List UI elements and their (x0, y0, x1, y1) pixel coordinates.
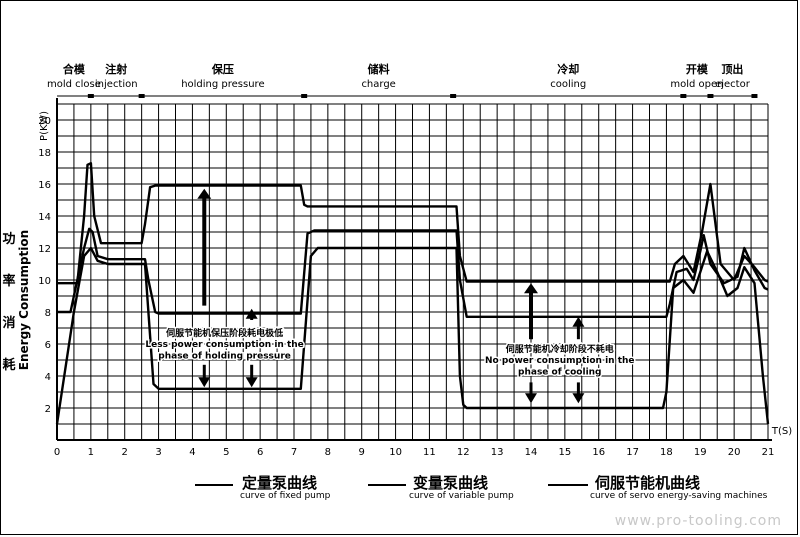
phase-label-en: ejector (715, 79, 751, 90)
side-label-cn-char: 耗 (2, 357, 15, 373)
phase-boundary-marker (87, 94, 94, 98)
phase-label-en: cooling (550, 79, 586, 90)
legend: 定量泵曲线 curve of fixed pump 变量泵曲线 curve of… (0, 472, 800, 522)
x-tick-label: 13 (491, 447, 504, 458)
phase-boundary-marker (707, 94, 714, 98)
legend-line-servo-machine (548, 484, 588, 486)
x-tick-label: 15 (558, 447, 571, 458)
annotation-text: 伺服节能机冷却阶段不耗电 (505, 343, 614, 355)
x-tick-label: 19 (694, 447, 707, 458)
legend-line-fixed-pump (195, 484, 233, 486)
y-axis-label: P(KW) (39, 111, 50, 141)
annotation-text: phase of holding pressure (158, 351, 291, 361)
y-tick-label: 8 (45, 308, 51, 319)
x-tick-label: 14 (525, 447, 538, 458)
y-tick-label: 18 (38, 148, 51, 159)
side-label-cn-char: 功 (2, 232, 15, 247)
phase-boundary-marker (138, 94, 145, 98)
x-tick-label: 11 (423, 447, 436, 458)
y-tick-label: 16 (38, 180, 51, 191)
legend-label-cn: 变量泵曲线 (413, 474, 489, 492)
x-tick-label: 9 (359, 447, 365, 458)
phase-label-cn: 注射 (105, 62, 127, 76)
arrow-head-down (198, 377, 211, 388)
x-tick-label: 2 (122, 447, 128, 458)
arrow-head-down (572, 393, 585, 404)
legend-label-cn: 伺服节能机曲线 (595, 474, 701, 492)
arrow-head-up (524, 283, 538, 294)
y-tick-label: 2 (45, 404, 51, 415)
x-axis-label: T(S) (771, 426, 792, 437)
phase-label-cn: 冷却 (557, 62, 579, 76)
x-tick-label: 18 (660, 447, 673, 458)
phase-label-en: injection (95, 79, 138, 90)
annotation-text: No power consumption in the (485, 356, 635, 366)
side-label-cn-char: 消 (2, 315, 15, 331)
y-tick-label: 10 (38, 276, 51, 287)
phase-label-en: holding pressure (181, 79, 264, 90)
y-tick-label: 12 (38, 244, 51, 255)
annotation-text: phase of cooling (518, 367, 601, 377)
phase-label-en: mold close (47, 79, 101, 90)
x-tick-label: 0 (54, 447, 60, 458)
phase-label-cn: 保压 (211, 62, 234, 76)
x-tick-label: 1 (88, 447, 94, 458)
y-tick-label: 6 (45, 340, 51, 351)
arrow-head-up (197, 188, 212, 199)
phase-label-en: charge (361, 79, 395, 90)
annotation-text: 伺服节能机保压阶段耗电极低 (165, 327, 283, 339)
x-tick-label: 17 (626, 447, 639, 458)
phase-label-cn: 储料 (368, 62, 390, 76)
watermark: www.pro-tooling.com (614, 513, 782, 529)
x-tick-label: 8 (325, 447, 331, 458)
legend-label-en: curve of servo energy-saving machines (590, 491, 768, 501)
legend-label-cn: 定量泵曲线 (242, 474, 318, 492)
x-tick-label: 5 (223, 447, 229, 458)
phase-label-cn: 合模 (63, 62, 86, 76)
phase-boundary-marker (301, 94, 308, 98)
annotation-text: Less power consumption in the (145, 340, 303, 350)
x-tick-label: 20 (728, 447, 741, 458)
side-label-en: Energy Consumption (17, 230, 31, 370)
phase-boundary-marker (450, 94, 457, 98)
phase-label-cn: 开模 (686, 62, 709, 76)
legend-label-en: curve of variable pump (409, 491, 514, 501)
y-tick-label: 14 (38, 212, 51, 223)
y-tick-label: 4 (45, 372, 51, 383)
x-tick-label: 3 (155, 447, 161, 458)
legend-line-variable-pump (368, 484, 406, 486)
arrow-head-down (525, 393, 537, 404)
series-line-2 (55, 246, 770, 425)
arrow-head-up (572, 316, 585, 327)
side-label-cn-char: 率 (2, 273, 15, 289)
series-line-1 (57, 227, 769, 318)
series-line-0 (57, 162, 769, 285)
x-tick-label: 6 (257, 447, 263, 458)
arrow-head-up (245, 308, 258, 319)
phase-boundary-marker (680, 94, 687, 98)
legend-label-en: curve of fixed pump (240, 491, 331, 501)
phase-label-en: mold open (670, 79, 723, 90)
x-tick-label: 10 (389, 447, 402, 458)
phase-label-cn: 顶出 (721, 62, 743, 76)
x-tick-label: 16 (592, 447, 605, 458)
x-tick-label: 4 (189, 447, 195, 458)
x-tick-label: 21 (762, 447, 775, 458)
x-tick-label: 12 (457, 447, 470, 458)
phase-boundary-marker (751, 94, 758, 98)
arrow-head-down (245, 377, 258, 388)
x-tick-label: 7 (291, 447, 297, 458)
y-tick-label: 20 (38, 116, 51, 127)
